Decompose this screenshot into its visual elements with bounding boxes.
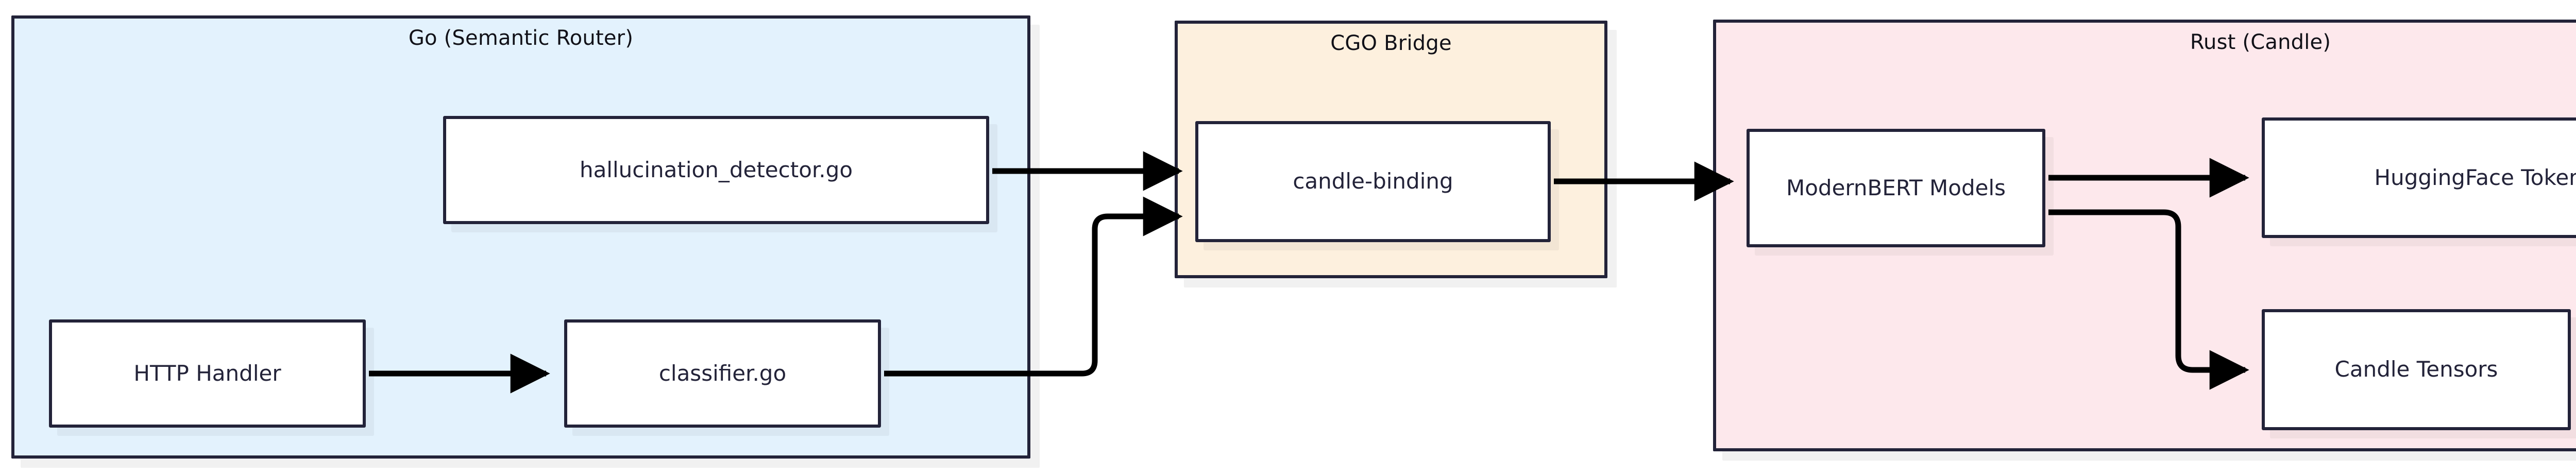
node-classifier-go[interactable]: classifier.go bbox=[564, 319, 881, 428]
edge-classifier-to-candle-binding bbox=[884, 196, 1183, 377]
node-candle-binding[interactable]: candle-binding bbox=[1195, 121, 1551, 242]
cluster-go-title: Go (Semantic Router) bbox=[408, 26, 634, 50]
cluster-rust-title: Rust (Candle) bbox=[2190, 30, 2331, 54]
node-label-hallucination-detector-go: hallucination_detector.go bbox=[579, 157, 853, 182]
node-hallucination-detector-go[interactable]: hallucination_detector.go bbox=[443, 116, 989, 224]
node-modernbert-models[interactable]: ModernBERT Models bbox=[1747, 129, 2045, 247]
node-http-handler[interactable]: HTTP Handler bbox=[49, 319, 366, 428]
node-label-huggingface-tokenizers: HuggingFace Tokenizers bbox=[2374, 164, 2576, 190]
node-label-http-handler: HTTP Handler bbox=[133, 360, 281, 386]
edge-modernbert-to-candle-tensors bbox=[2048, 209, 2249, 390]
cluster-cgo-title: CGO Bridge bbox=[1330, 31, 1452, 55]
node-huggingface-tokenizers[interactable]: HuggingFace Tokenizers bbox=[2262, 117, 2576, 238]
node-label-candle-tensors: Candle Tensors bbox=[2334, 357, 2498, 382]
node-label-classifier-go: classifier.go bbox=[658, 360, 787, 386]
node-candle-tensors[interactable]: Candle Tensors bbox=[2262, 309, 2571, 430]
node-label-modernbert-models: ModernBERT Models bbox=[1786, 175, 2006, 200]
node-label-candle-binding: candle-binding bbox=[1293, 168, 1453, 194]
